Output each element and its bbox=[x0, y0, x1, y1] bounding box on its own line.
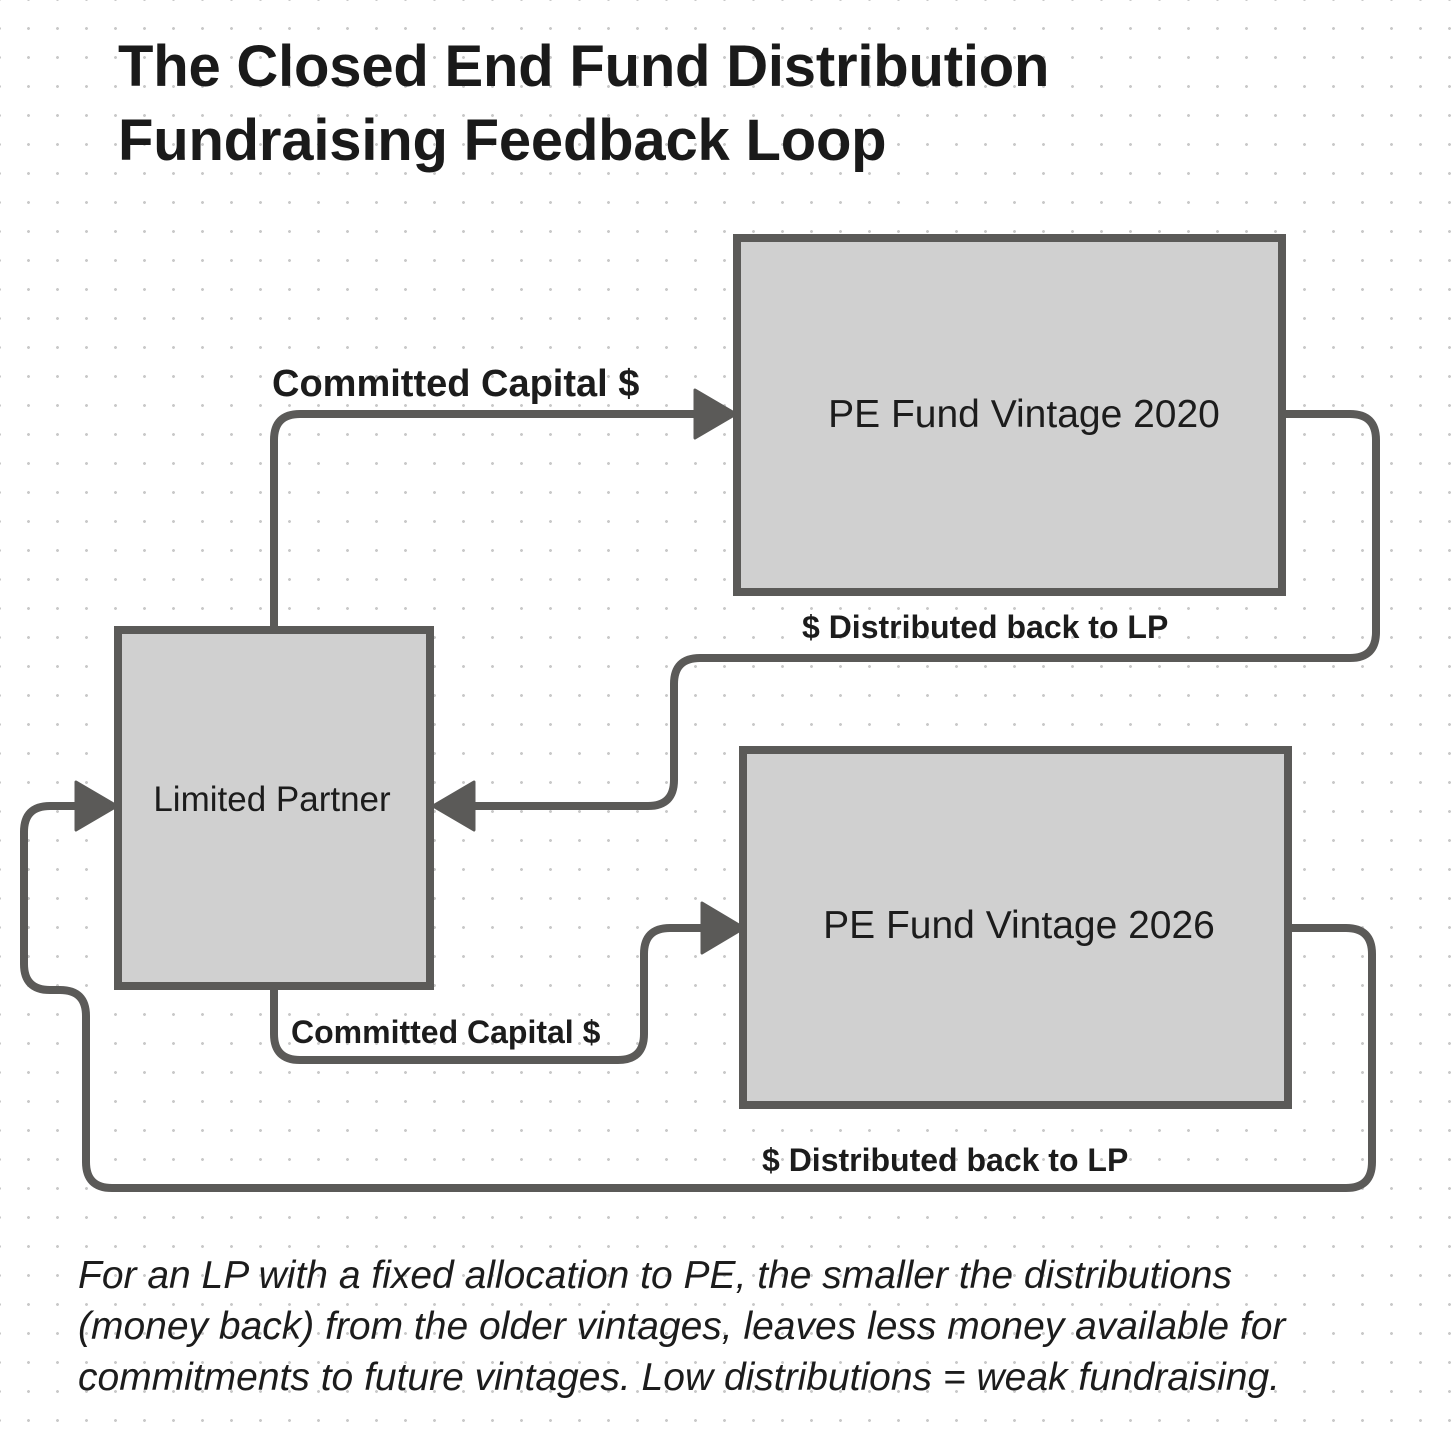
label-distributed-bottom: $ Distributed back to LP bbox=[762, 1142, 1128, 1178]
arrowhead-committed-bottom bbox=[700, 901, 746, 955]
box-pe-fund-2026 bbox=[739, 746, 1292, 1109]
label-distributed-top: $ Distributed back to LP bbox=[802, 609, 1168, 645]
connector-distributed-bottom bbox=[20, 802, 1376, 1192]
label-pe-fund-2026: PE Fund Vintage 2026 bbox=[823, 904, 1215, 947]
box-pe-fund-2020 bbox=[733, 234, 1286, 596]
caption-line-1: For an LP with a fixed allocation to PE,… bbox=[78, 1254, 1232, 1297]
box-limited-partner bbox=[114, 626, 434, 990]
title-line-1: The Closed End Fund Distribution bbox=[118, 34, 1050, 99]
label-committed-capital-top: Committed Capital $ bbox=[272, 363, 639, 405]
caption-line-3: commitments to future vintages. Low dist… bbox=[78, 1356, 1280, 1399]
label-committed-capital-bottom: Committed Capital $ bbox=[291, 1014, 601, 1050]
label-limited-partner: Limited Partner bbox=[153, 780, 391, 819]
arrowhead-distributed-top bbox=[431, 780, 476, 832]
label-pe-fund-2020: PE Fund Vintage 2020 bbox=[828, 393, 1220, 436]
diagram-title: The Closed End Fund Distribution Fundrai… bbox=[118, 30, 1049, 178]
arrowhead-committed-top bbox=[693, 388, 738, 440]
diagram-caption: For an LP with a fixed allocation to PE,… bbox=[78, 1250, 1438, 1403]
connector-committed-capital-bottom bbox=[270, 924, 710, 1064]
connector-committed-capital-top bbox=[270, 410, 704, 634]
title-line-2: Fundraising Feedback Loop bbox=[118, 108, 887, 173]
arrowhead-distributed-bottom bbox=[74, 780, 119, 832]
connector-distributed-top bbox=[468, 410, 1380, 810]
caption-line-2: (money back) from the older vintages, le… bbox=[78, 1305, 1286, 1348]
